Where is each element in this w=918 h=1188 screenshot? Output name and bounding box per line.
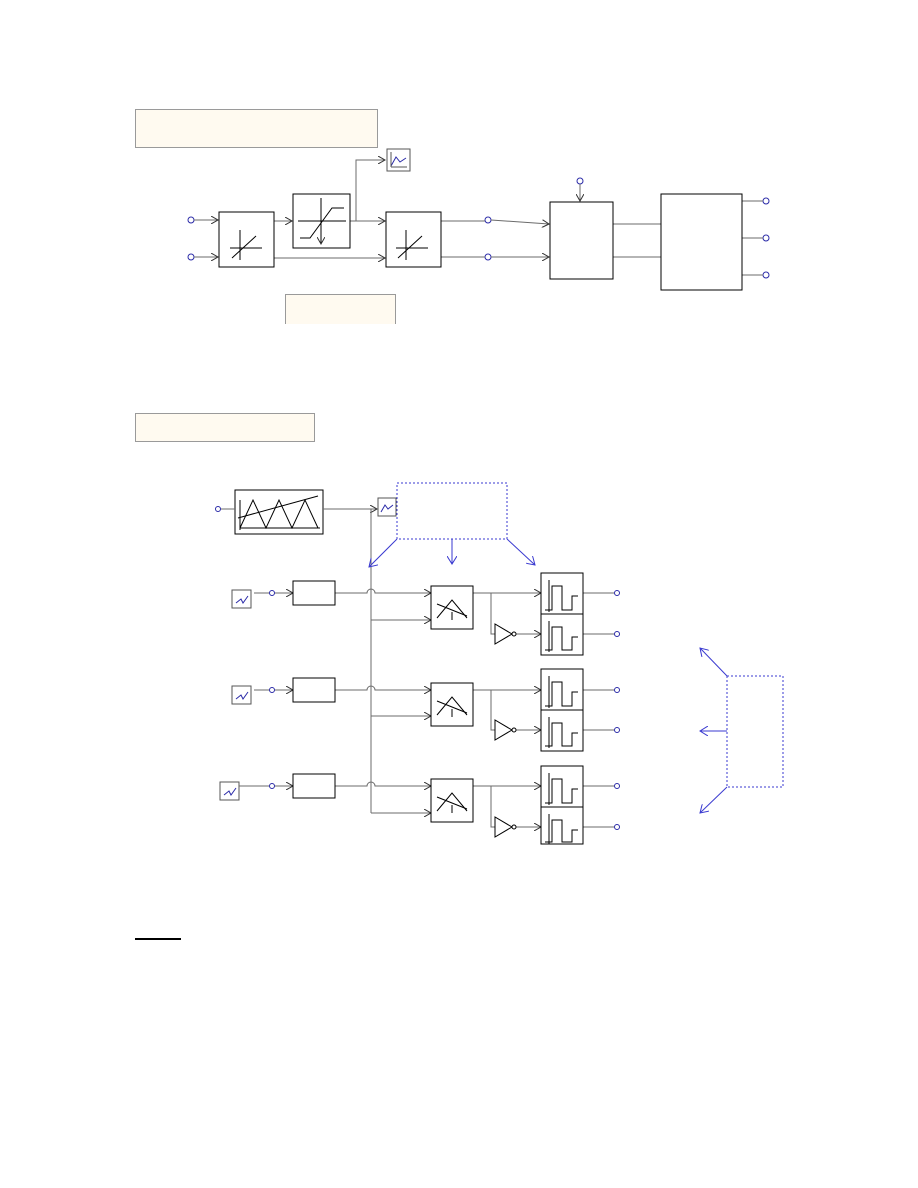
pulse-icon <box>545 580 578 612</box>
port-circle-icon <box>614 727 620 733</box>
triangle-carrier-block <box>234 489 324 535</box>
top-diagram <box>187 148 770 291</box>
step-source-b <box>231 685 252 705</box>
inverter-gate-c <box>494 816 517 838</box>
step-source-icon <box>223 787 237 796</box>
scope-icon <box>390 152 407 168</box>
pwm-comparator-icon <box>436 599 468 620</box>
inverter-block <box>660 193 743 291</box>
underline-mark <box>135 938 181 940</box>
step-source-icon <box>235 595 249 604</box>
phase-a-row <box>231 572 584 656</box>
inverter-gate-a <box>494 623 517 645</box>
step-source-icon <box>235 691 249 700</box>
reference-block-b <box>292 677 336 703</box>
inverter-icon <box>494 816 513 838</box>
step-source-a <box>231 589 252 609</box>
pulse-block-c1 <box>540 765 584 808</box>
bottom-diagram <box>215 482 784 845</box>
phase-c-row <box>219 765 584 845</box>
pulse-block-b2 <box>540 709 584 752</box>
note-box-saturation <box>285 294 396 324</box>
port-circle-icon <box>614 687 620 693</box>
port-circle-icon <box>269 687 275 693</box>
note-box-pwm <box>135 413 315 442</box>
sum-block-1 <box>218 211 275 268</box>
inverter-icon <box>494 719 513 741</box>
pulse-icon <box>545 814 578 844</box>
annotation-bracket-top <box>369 482 535 567</box>
pulse-icon <box>545 676 578 708</box>
sum-icon <box>230 230 262 260</box>
pulse-icon <box>545 717 578 748</box>
port-circle-icon <box>187 253 195 261</box>
note-box-top-controller <box>135 109 378 148</box>
scope-icon <box>380 504 394 513</box>
port-circle-icon <box>576 177 584 185</box>
inverter-icon <box>494 623 513 645</box>
pulse-icon <box>545 773 578 805</box>
pwm-comparator-a <box>430 585 474 630</box>
scope-top <box>386 148 411 172</box>
transform-block <box>549 201 614 280</box>
scope-carrier <box>377 497 397 517</box>
pulse-block-a2 <box>540 613 584 656</box>
port-circle-icon <box>762 271 770 279</box>
reference-block-c <box>292 773 336 799</box>
pwm-comparator-c <box>430 778 474 823</box>
port-circle-icon <box>187 216 195 224</box>
annotation-bracket-right <box>700 648 784 813</box>
reference-block-a <box>292 580 336 606</box>
pulse-block-a1 <box>540 572 584 615</box>
port-circle-icon <box>269 590 275 596</box>
pwm-comparator-icon <box>436 696 468 717</box>
pwm-comparator-icon <box>436 792 468 813</box>
port-circle-icon <box>484 216 492 224</box>
saturation-icon <box>298 198 346 244</box>
pulse-icon <box>545 621 578 652</box>
port-circle-icon <box>762 197 770 205</box>
phase-b-row <box>231 668 584 752</box>
port-circle-icon <box>614 631 620 637</box>
pulse-block-c2 <box>540 806 584 845</box>
triangle-wave-icon <box>237 495 320 530</box>
saturation-block <box>292 193 351 249</box>
port-circle-icon <box>614 824 620 830</box>
pwm-comparator-b <box>430 682 474 727</box>
port-circle-icon <box>484 253 492 261</box>
step-source-c <box>219 781 240 801</box>
port-circle-icon <box>269 783 275 789</box>
port-circle-icon <box>762 234 770 242</box>
inverter-gate-b <box>494 719 517 741</box>
port-circle-icon <box>215 506 221 512</box>
pulse-block-b1 <box>540 668 584 711</box>
sum-icon <box>396 230 428 260</box>
port-circle-icon <box>614 783 620 789</box>
sum-block-2 <box>385 211 442 268</box>
port-circle-icon <box>614 590 620 596</box>
